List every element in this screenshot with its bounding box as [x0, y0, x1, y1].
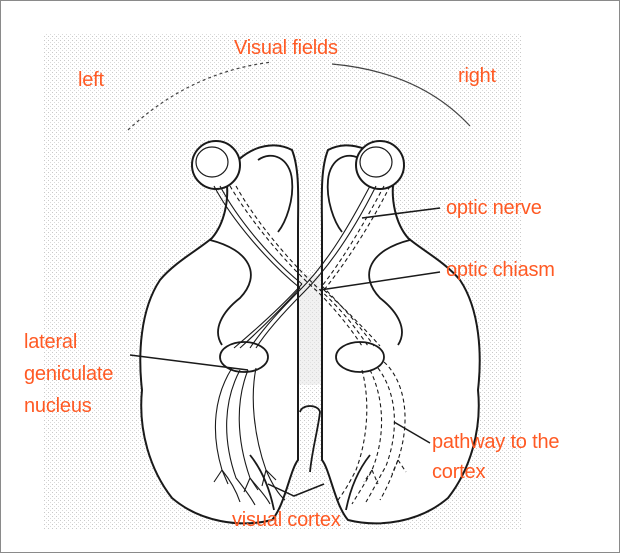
right-field-label: right: [458, 64, 496, 88]
left-eye: [192, 141, 240, 189]
diagram-title: Visual fields: [234, 36, 338, 60]
right-eye: [356, 141, 404, 189]
pathway-label-line2: cortex: [432, 460, 485, 484]
left-field-label: left: [78, 68, 104, 92]
right-lateral-geniculate-nucleus: [336, 342, 384, 372]
lgn-label-line1: lateral: [24, 330, 77, 354]
optic-nerve-label: optic nerve: [446, 196, 542, 220]
lgn-label-line3: nucleus: [24, 394, 92, 418]
optic-chiasm-label: optic chiasm: [446, 258, 555, 282]
visual-cortex-label: visual cortex: [232, 508, 341, 532]
lgn-label-line2: geniculate: [24, 362, 113, 386]
pathway-label-line1: pathway to the: [432, 430, 559, 454]
